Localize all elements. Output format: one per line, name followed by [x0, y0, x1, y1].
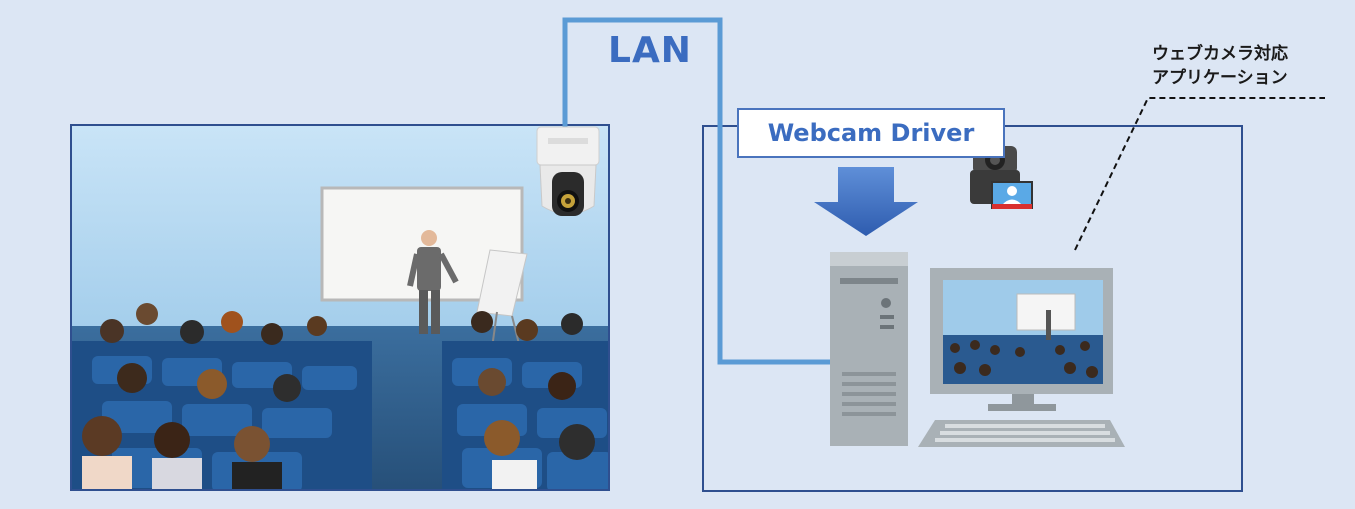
- lan-label: LAN: [608, 30, 692, 71]
- app-label-line2: アプリケーション: [1152, 68, 1288, 88]
- webcam-app-callout: ウェブカメラ対応 アプリケーション: [1152, 42, 1288, 90]
- app-label-line1: ウェブカメラ対応: [1152, 44, 1288, 64]
- lan-cable: [562, 17, 832, 365]
- down-arrow-icon: [814, 167, 918, 236]
- seminar-scene: [72, 126, 608, 489]
- ptz-camera-icon: [536, 126, 600, 216]
- keyboard-icon: [918, 420, 1125, 447]
- webcam-driver-box: Webcam Driver: [737, 108, 1005, 158]
- presenter: [407, 230, 459, 334]
- desktop-tower-icon: [830, 252, 908, 446]
- monitor-icon: [930, 268, 1113, 411]
- app-callout-line: [1074, 97, 1325, 251]
- video-call-icon: [991, 181, 1033, 209]
- audience-left: [72, 303, 372, 489]
- audience-right: [442, 311, 608, 489]
- webcam-driver-label: Webcam Driver: [767, 119, 975, 147]
- seminar-room-photo: [70, 124, 610, 491]
